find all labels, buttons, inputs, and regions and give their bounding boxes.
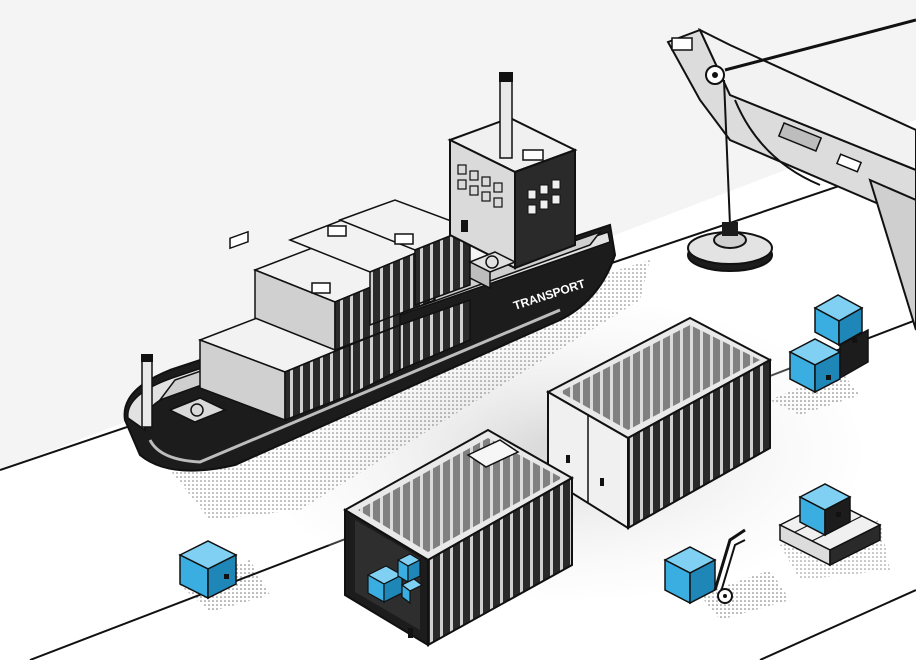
ship-container-stack [197,199,473,422]
boxes-inside-container [366,553,424,605]
crane-magnet-hook [687,222,773,272]
hand-truck-with-box [663,528,746,605]
cargo-ship: TRANSPORT [123,72,617,472]
shipping-container-open [343,428,575,647]
crane [666,18,916,331]
cargo-box-stack [788,294,869,394]
pallet-with-boxes [778,483,882,567]
shipping-container-large [545,316,773,530]
ship-bridge-tower [447,72,578,290]
cargo-box-left [178,540,238,600]
